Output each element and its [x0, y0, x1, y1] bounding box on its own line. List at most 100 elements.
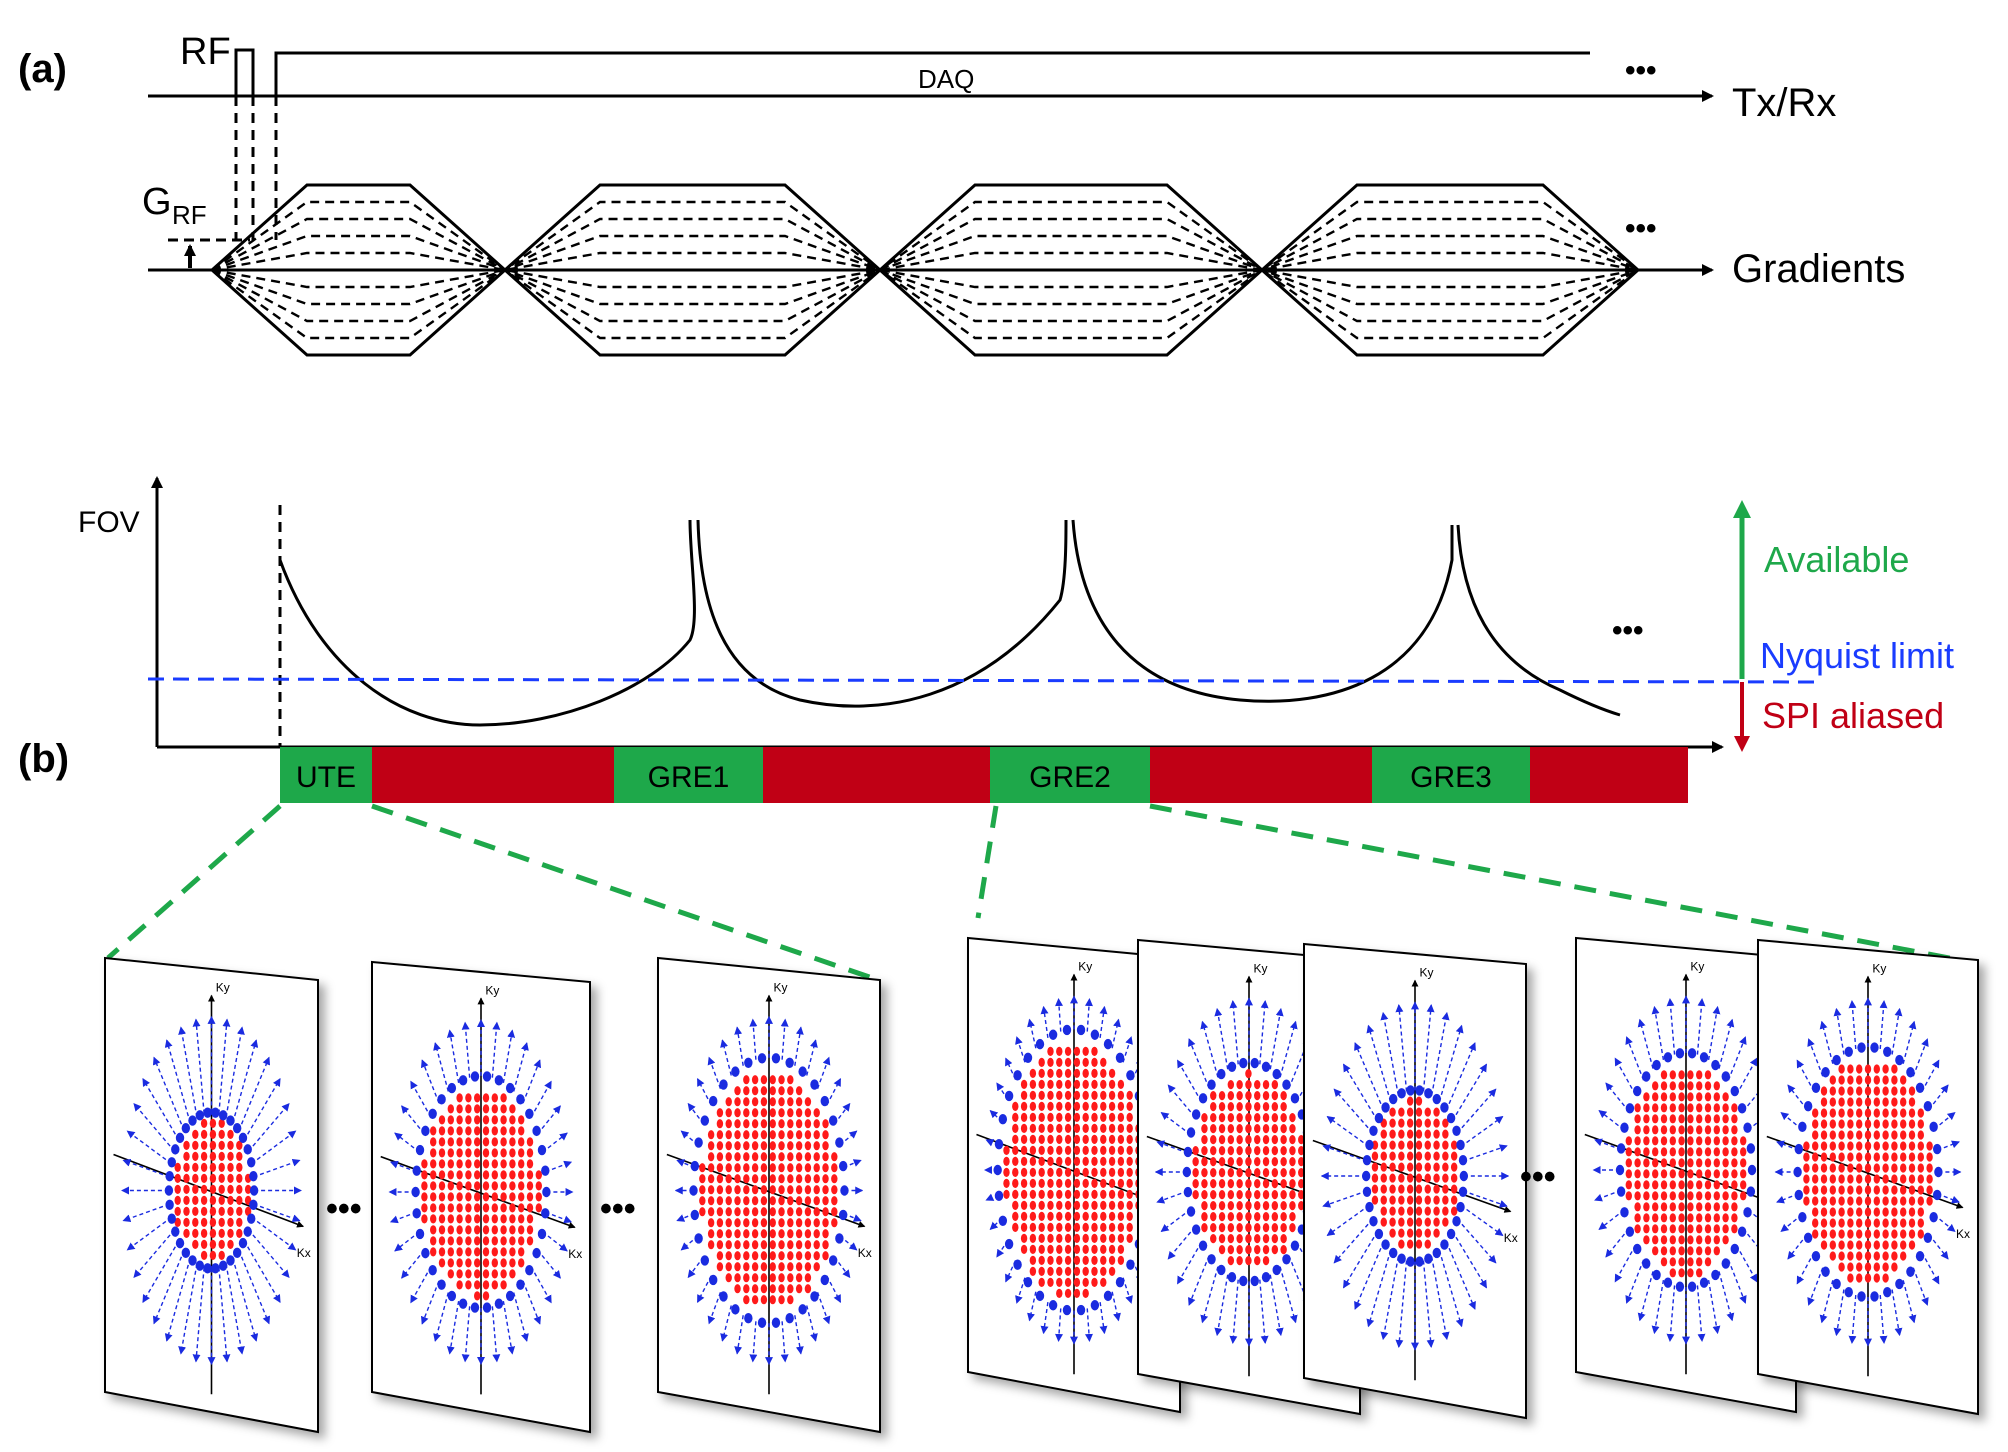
spi-point: [1696, 1235, 1703, 1245]
spi-point: [1829, 1207, 1837, 1217]
spi-point: [209, 1140, 217, 1150]
spi-point: [1847, 1262, 1854, 1272]
spi-point: [1812, 1152, 1819, 1162]
boundary-point: [1126, 1070, 1135, 1081]
spi-point: [1117, 1079, 1125, 1089]
trajectory-spoke: [1879, 1295, 1888, 1344]
spi-point: [1864, 1141, 1872, 1151]
spi-point: [1415, 1228, 1423, 1238]
spi-point: [518, 1170, 525, 1180]
spi-point: [1064, 1178, 1072, 1188]
boundary-point: [412, 1165, 421, 1176]
spi-point: [1218, 1223, 1226, 1233]
spi-point: [1820, 1152, 1828, 1162]
spi-point: [1908, 1097, 1916, 1107]
spi-point: [778, 1086, 785, 1096]
spi-point: [1254, 1245, 1261, 1255]
spi-point: [1634, 1213, 1641, 1223]
spi-point: [1073, 1090, 1081, 1100]
spi-point: [1398, 1129, 1405, 1139]
trajectory-spoke: [446, 1300, 460, 1355]
spi-point: [1038, 1079, 1045, 1089]
spi-point: [778, 1218, 785, 1228]
spi-point: [1073, 1112, 1081, 1122]
trajectory-spoke: [1928, 1084, 1949, 1110]
spi-point: [1091, 1123, 1098, 1133]
spi-point: [1047, 1134, 1054, 1144]
spi-point: [1450, 1195, 1458, 1205]
daq-window: [274, 51, 1590, 96]
boundary-point: [1746, 1186, 1756, 1197]
spi-point: [1117, 1134, 1125, 1144]
spi-point: [183, 1195, 190, 1205]
boundary-point: [1456, 1139, 1465, 1151]
spi-point: [1091, 1178, 1098, 1188]
trajectory-spoke: [1666, 1285, 1676, 1342]
spi-point: [813, 1207, 820, 1217]
spi-point: [1038, 1211, 1045, 1221]
spi-point: [1038, 1090, 1045, 1100]
spi-point: [1271, 1223, 1279, 1233]
boundary-point: [1440, 1102, 1449, 1113]
trajectory-spoke: [1456, 1088, 1497, 1134]
spi-point: [1660, 1202, 1668, 1212]
spi-point: [1891, 1141, 1898, 1151]
spi-point: [760, 1119, 768, 1129]
spi-point: [1227, 1179, 1235, 1189]
spi-point: [1625, 1180, 1633, 1190]
spi-point: [447, 1247, 454, 1257]
spi-point: [1847, 1196, 1854, 1206]
spi-point: [174, 1217, 181, 1227]
spi-point: [526, 1192, 534, 1202]
spi-point: [734, 1262, 741, 1272]
spi-point: [1126, 1233, 1133, 1243]
spi-point: [1722, 1169, 1729, 1179]
trajectory-spoke: [1780, 1214, 1803, 1233]
spi-point: [1847, 1075, 1854, 1085]
spi-point: [1262, 1190, 1270, 1200]
spi-point: [1029, 1123, 1037, 1133]
boundary-point: [1711, 1059, 1720, 1071]
spi-point: [1812, 1229, 1819, 1239]
spi-point: [1082, 1178, 1089, 1188]
spi-point: [474, 1159, 481, 1169]
spi-point: [1082, 1090, 1089, 1100]
spi-point: [1201, 1212, 1208, 1222]
trajectory-spoke: [1718, 1018, 1735, 1069]
spi-point: [743, 1086, 750, 1096]
spi-point: [778, 1251, 785, 1261]
spi-point: [1262, 1245, 1270, 1255]
fov-curves: [278, 519, 1621, 727]
spi-point: [1652, 1125, 1659, 1135]
spi-point: [1900, 1075, 1907, 1085]
spi-point: [1882, 1251, 1889, 1261]
spi-point: [1236, 1157, 1243, 1167]
spi-point: [1218, 1135, 1226, 1145]
boundary-point: [1675, 1281, 1685, 1292]
nyquist-line: [147, 677, 1821, 684]
boundary-point: [164, 1185, 174, 1196]
boundary-point: [1115, 1277, 1125, 1288]
trajectory-spoke: [1696, 998, 1706, 1055]
spi-point: [1064, 1112, 1072, 1122]
boundary-point: [411, 1186, 420, 1198]
spi-point: [1442, 1151, 1449, 1161]
boundary-point: [757, 1317, 767, 1328]
boundary-point: [428, 1265, 437, 1276]
spi-point: [1056, 1277, 1063, 1287]
spi-point: [1634, 1103, 1641, 1113]
spi-point: [1873, 1262, 1881, 1272]
spi-point: [1634, 1158, 1641, 1168]
ky-label: Ky: [1078, 960, 1092, 974]
spi-point: [421, 1159, 428, 1169]
spi-point: [430, 1159, 437, 1169]
spi-point: [1245, 1091, 1252, 1101]
spi-point: [1424, 1239, 1431, 1249]
spi-point: [474, 1236, 481, 1246]
spi-point: [1847, 1097, 1854, 1107]
spi-point: [174, 1184, 181, 1194]
spi-point: [1108, 1255, 1116, 1265]
spi-point: [787, 1251, 794, 1261]
spi-point: [1917, 1119, 1925, 1129]
